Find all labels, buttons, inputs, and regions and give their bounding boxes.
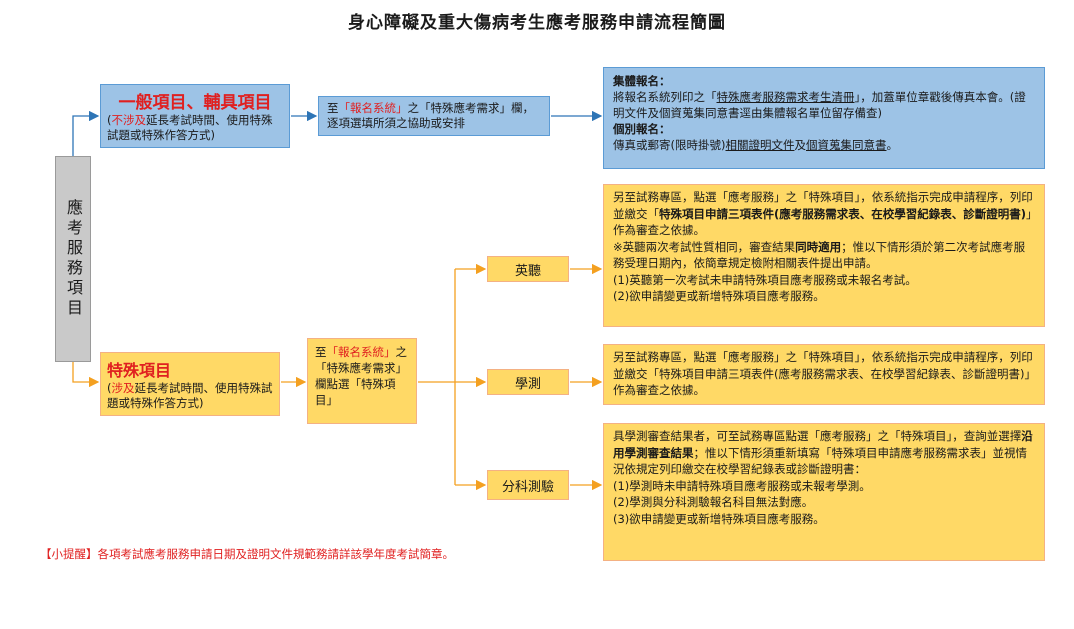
english-desc-p2-bold: 同時適用 [795, 239, 842, 254]
individual-text-end: 。 [886, 138, 898, 152]
special-step-prefix: 至 [315, 345, 327, 359]
english-desc-para1: 另至試務專區，點選「應考服務」之「特殊項目」，依系統指示完成申請程序，列印並繳交… [613, 189, 1035, 239]
individual-text-and: 及 [794, 138, 806, 152]
general-items-box: 一般項目、輔具項目 (不涉及延長考試時間、使用特殊試題或特殊作答方式) [100, 84, 290, 148]
general-note-open: ( [107, 113, 112, 127]
ast-desc-para1: 具學測審查結果者，可至試務專區點選「應考服務」之「特殊項目」，查詢並選擇沿用學測… [613, 428, 1035, 478]
special-note-involve: 涉及 [111, 381, 135, 395]
ast-desc-item3: (3)欲申請變更或新增特殊項目應考服務。 [613, 511, 825, 526]
special-step-system: 「報名系統」 [326, 345, 396, 359]
group-text-b: 」，加蓋單位章戳後傳真本會。(證明文件及個資蒐集同意書逕由集體報名單位留存備查) [613, 90, 1026, 120]
connector-side-to-general [72, 110, 100, 156]
individual-registration-text: 傳真或郵寄(限時掛號)相關證明文件及個資蒐集同意書。 [613, 137, 1035, 153]
group-text-roster: 特殊應考服務需求考生清冊 [716, 90, 855, 104]
english-desc-p1-b: 」作為審查之依據。 [613, 206, 1032, 238]
ast-desc-p1-bold: 沿用學測審查結果 [613, 429, 1033, 460]
general-note-not-involve: 不涉及 [111, 113, 147, 127]
individual-text-consent: 個資蒐集同意書 [805, 138, 887, 152]
special-step-box: 至「報名系統」之「特殊應考需求」欄點選「特殊項目」 [307, 338, 417, 424]
special-items-box: 特殊項目 (涉及延長考試時間、使用特殊試題或特殊作答方式) [100, 352, 280, 416]
page-title: 身心障礙及重大傷病考生應考服務申請流程簡圖 [348, 13, 726, 33]
special-items-heading: 特殊項目 [107, 361, 172, 380]
ast-desc-item2: (2)學測與分科測驗報名科目無法對應。 [613, 495, 814, 509]
general-step-text: 之「特殊應考需求」欄，逐項選填所須之協助或安排 [327, 101, 534, 130]
english-description-box: 另至試務專區，點選「應考服務」之「特殊項目」，依系統指示完成申請程序，列印並繳交… [603, 184, 1045, 327]
ast-desc-p1-a: 具學測審查結果者，可至試務專區點選「應考服務」之「特殊項目」，查詢並選擇 [613, 429, 1022, 443]
individual-text-docs: 相關證明文件 [725, 138, 795, 152]
exam-gsat: 學測 [487, 369, 569, 395]
individual-registration-label: 個別報名： [613, 122, 671, 136]
group-registration-text: 將報名系統列印之「特殊應考服務需求考生清冊」，加蓋單位章戳後傳真本會。(證明文件… [613, 89, 1035, 121]
english-desc-p1-bold: 特殊項目申請三項表件(應考服務需求表、在校學習紀錄表、診斷證明書) [659, 206, 1027, 221]
special-note-text: 延長考試時間、使用特殊試題或特殊作答方式) [107, 381, 273, 410]
special-note-open: ( [107, 381, 112, 395]
individual-text-a: 傳真或郵寄(限時掛號) [613, 138, 726, 152]
general-step-prefix: 至 [327, 101, 339, 115]
special-step-text: 之「特殊應考需求」欄點選「特殊項目」 [315, 345, 407, 407]
gsat-description-box: 另至試務專區，點選「應考服務」之「特殊項目」，依系統指示完成申請程序，列印並繳交… [603, 344, 1045, 405]
general-items-heading: 一般項目、輔具項目 [118, 93, 272, 113]
english-desc-p2-b: ；惟以下情形須於第二次考試應考服務受理日期內，依簡章規定檢附相關表件提出申請。 [613, 239, 1026, 271]
reminder-note: 【小提醒】各項考試應考服務申請日期及證明文件規範務請詳該學年度考試簡章。 [40, 547, 454, 561]
gsat-desc-text: 另至試務專區，點選「應考服務」之「特殊項目」，依系統指示完成申請程序，列印並繳交… [613, 350, 1033, 397]
ast-description-box: 具學測審查結果者，可至試務專區點選「應考服務」之「特殊項目」，查詢並選擇沿用學測… [603, 423, 1045, 561]
special-items-note: (涉及延長考試時間、使用特殊試題或特殊作答方式) [107, 381, 273, 411]
ast-desc-p1-b: ；惟以下情形須重新填寫「特殊項目申請應考服務需求表」並視情況依規定列印繳交在校學… [613, 445, 1027, 477]
registration-box: 集體報名： 將報名系統列印之「特殊應考服務需求考生清冊」，加蓋單位章戳後傳真本會… [603, 67, 1045, 169]
ast-desc-item1: (1)學測時未申請特殊項目應考服務或未報考學測。 [613, 478, 871, 493]
english-desc-para2: ※英聽兩次考試性質相同，審查結果同時適用；惟以下情形須於第二次考試應考服務受理日… [613, 239, 1035, 272]
group-registration-label: 集體報名： [613, 74, 671, 88]
general-items-note: (不涉及延長考試時間、使用特殊試題或特殊作答方式) [107, 113, 283, 143]
exam-ast: 分科測驗 [487, 470, 569, 500]
english-desc-p1-a: 另至試務專區，點選「應考服務」之「特殊項目」，依系統指示完成申請程序，列印並繳交… [613, 190, 1033, 221]
service-items-box: 應考服務項目 [55, 156, 91, 362]
service-items-label: 應考服務項目 [64, 199, 83, 319]
connector-side-to-special [72, 362, 100, 388]
general-step-box: 至「報名系統」之「特殊應考需求」欄，逐項選填所須之協助或安排 [318, 96, 550, 136]
general-step-system: 「報名系統」 [338, 101, 408, 115]
english-desc-item2: (2)欲申請變更或新增特殊項目應考服務。 [613, 289, 825, 303]
english-desc-item1: (1)英聽第一次考試未申請特殊項目應考服務或未報名考試。 [613, 272, 917, 287]
english-desc-p2-a: ※英聽兩次考試性質相同，審查結果 [613, 239, 796, 254]
group-text-a: 將報名系統列印之「 [613, 90, 717, 104]
general-note-text: 延長考試時間、使用特殊試題或特殊作答方式) [107, 113, 273, 142]
exam-english-listening: 英聽 [487, 256, 569, 282]
